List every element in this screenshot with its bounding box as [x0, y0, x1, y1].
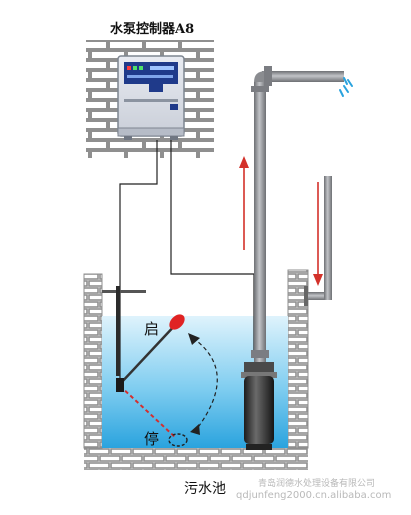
- inlet-pipe: [304, 176, 332, 306]
- float-stop-label: 停: [144, 430, 160, 448]
- swing-arrow-head-bottom: [190, 424, 200, 435]
- submersible-pump-icon: [241, 362, 277, 450]
- discharge-pipe: [251, 66, 344, 368]
- swing-arrow-head-top: [188, 333, 200, 345]
- flow-arrow-down: [313, 182, 323, 286]
- pool-label: 污水池: [184, 481, 226, 497]
- water-spray-icon: [339, 77, 353, 97]
- flow-arrow-up: [239, 156, 249, 250]
- float-switch-icon: [102, 286, 188, 447]
- watermark-url: qdjunfeng2000.cn.alibaba.com: [236, 490, 392, 501]
- control-box-icon: [117, 55, 185, 140]
- swing-arrow: [192, 337, 218, 431]
- watermark-company: 青岛润德水处理设备有限公司: [258, 479, 376, 489]
- diagram-title: 水泵控制器A8: [110, 22, 195, 37]
- float-start-label: 启: [144, 320, 160, 338]
